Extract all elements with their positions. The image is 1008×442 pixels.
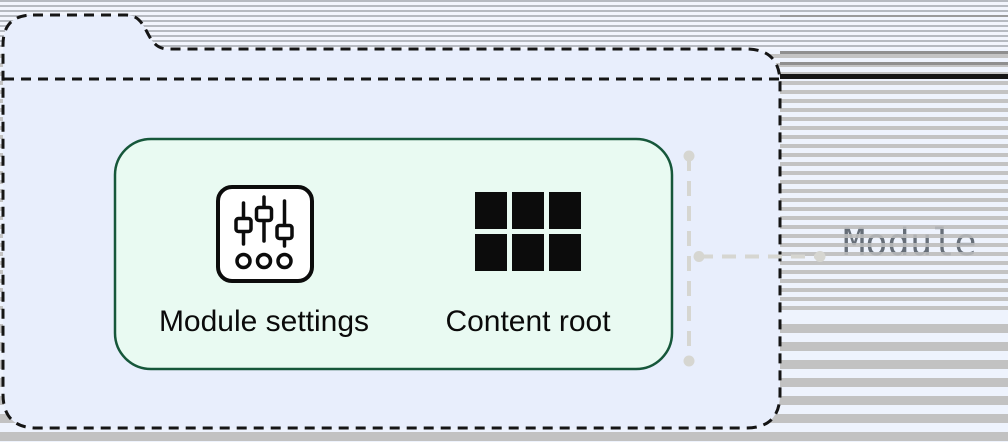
background-artifact-line [780, 74, 1008, 79]
striped-background-top [0, 0, 1008, 49]
content-root-label: Content root [445, 305, 611, 338]
background-artifact-line [780, 62, 1008, 65]
background-artifact-line [780, 15, 1008, 17]
measurement-vertical-line [683, 150, 695, 367]
background-artifact-line [780, 51, 1008, 54]
grid-icon [475, 192, 581, 271]
module-annotation-label: Module [843, 221, 977, 264]
measurement-horizontal-line [693, 251, 826, 262]
sliders-icon [216, 185, 314, 283]
module-settings-label: Module settings [158, 305, 370, 338]
